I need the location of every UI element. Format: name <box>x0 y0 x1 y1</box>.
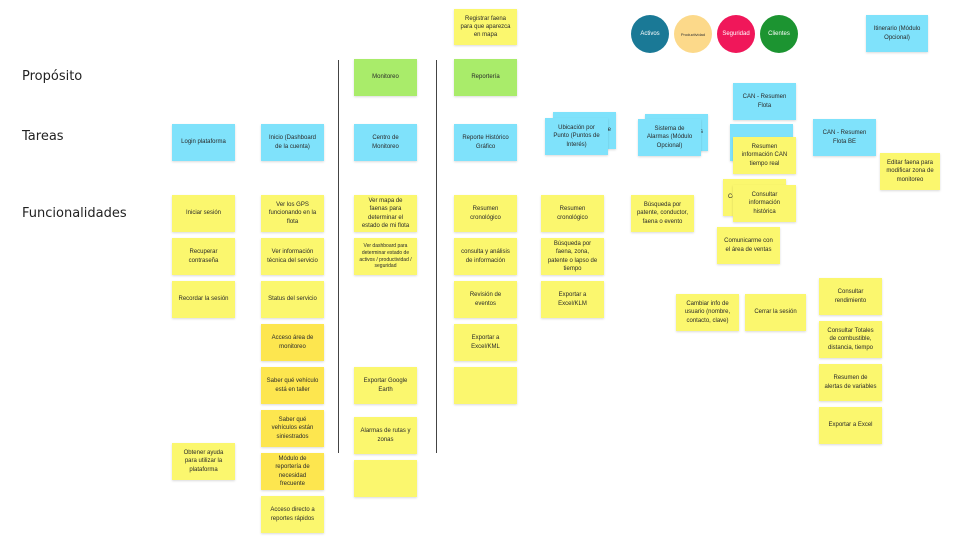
note-can-resumen-be[interactable]: CAN - Resumen Flota BE <box>813 119 876 156</box>
note-acceso-directo[interactable]: Acceso directo a reportes rápidos <box>261 496 324 533</box>
note-revision-eventos[interactable]: Revisión de eventos <box>454 281 517 318</box>
note-login[interactable]: Login plataforma <box>172 124 235 161</box>
note-consultar-historica[interactable]: Consultar información histórica <box>733 185 796 222</box>
note-comunicarme[interactable]: Comunicarme con el área de ventas <box>717 227 780 264</box>
note-alarmas-rutas[interactable]: Alarmas de rutas y zonas <box>354 417 417 454</box>
note-recordar-sesion[interactable]: Recordar la sesión <box>172 281 235 318</box>
note-saber-siniestrados[interactable]: Saber qué vehículos están siniestrados <box>261 410 324 447</box>
note-consultar-totales[interactable]: Consultar Totales de combustible, distan… <box>819 321 882 358</box>
note-can-resumen-flota[interactable]: CAN - Resumen Flota <box>733 83 796 120</box>
divider-line <box>338 60 339 453</box>
note-centro-monitoreo[interactable]: Centro de Monitoreo <box>354 124 417 161</box>
legend-dot-clientes: Clientes <box>760 15 798 53</box>
note-sistema-alarmas[interactable]: Sistema de Alarmas (Módulo Opcional) <box>638 119 701 156</box>
legend-dot-seguridad: Seguridad <box>717 15 755 53</box>
note-blank[interactable] <box>454 367 517 404</box>
note-consulta-analisis[interactable]: consulta y análisis de información <box>454 238 517 275</box>
note-modulo-reporteria[interactable]: Módulo de reportería de necesidad frecue… <box>261 453 324 490</box>
note-busqueda-faena[interactable]: Búsqueda por faena, zona, patente o laps… <box>541 238 604 275</box>
note-cambiar-info[interactable]: Cambiar info de usuario (nombre, contact… <box>676 294 739 331</box>
note-itinerario[interactable]: Itinerario (Módulo Opcional) <box>866 15 928 52</box>
note-registrar-faena[interactable]: Registrar faena para que aparezca en map… <box>454 9 517 45</box>
note-inicio[interactable]: Inicio (Dashboard de la cuenta) <box>261 124 324 161</box>
note-ver-mapa-faenas[interactable]: Ver mapa de faenas para determinar el es… <box>354 195 417 232</box>
note-editar-faena[interactable]: Editar faena para modificar zona de moni… <box>880 153 940 190</box>
note-saber-taller[interactable]: Saber qué vehículo está en taller <box>261 367 324 404</box>
note-reporteria[interactable]: Reportería <box>454 59 517 96</box>
legend-dot-activos: Activos <box>631 15 669 53</box>
note-blank[interactable] <box>354 460 417 497</box>
note-monitoreo[interactable]: Monitoreo <box>354 59 417 96</box>
note-ubicacion[interactable]: Ubicación por Punto (Puntos de Interés) <box>545 118 608 155</box>
note-exportar-excel-kml[interactable]: Exportar a Excel/KML <box>454 324 517 361</box>
row-label-proposito: Propósito <box>22 69 83 84</box>
note-exportar-excel-klm[interactable]: Exportar a Excel/KLM <box>541 281 604 318</box>
note-ver-info-tecnica[interactable]: Ver información técnica del servicio <box>261 238 324 275</box>
note-obtener-ayuda[interactable]: Obtener ayuda para utilizar la plataform… <box>172 443 235 480</box>
note-recuperar-contrasena[interactable]: Recuperar contraseña <box>172 238 235 275</box>
legend-label: Productividad <box>680 31 706 37</box>
legend-dot-productividad: Productividad <box>674 15 712 53</box>
note-resumen-cronologico[interactable]: Resumen cronológico <box>454 195 517 232</box>
note-ver-gps[interactable]: Ver los GPS funcionando en la flota <box>261 195 324 232</box>
note-iniciar-sesion[interactable]: Iniciar sesión <box>172 195 235 232</box>
legend-label: Seguridad <box>722 31 750 37</box>
note-status-servicio[interactable]: Status del servicio <box>261 281 324 318</box>
note-exportar-excel[interactable]: Exportar a Excel <box>819 407 882 444</box>
note-ver-dashboard[interactable]: Ver dashboard para determinar estado de … <box>354 238 417 275</box>
note-exportar-google[interactable]: Exportar Google Earth <box>354 367 417 404</box>
legend-label: Clientes <box>768 31 790 37</box>
note-resumen-cronologico[interactable]: Resumen cronológico <box>541 195 604 232</box>
note-busqueda-patente[interactable]: Búsqueda por patente, conductor, faena o… <box>631 195 694 232</box>
note-acceso-monitoreo[interactable]: Acceso área de monitoreo <box>261 324 324 361</box>
legend-label: Activos <box>640 31 660 37</box>
note-resumen-can[interactable]: Resumen información CAN tiempo real <box>733 137 796 174</box>
note-cerrar-sesion[interactable]: Cerrar la sesión <box>745 294 806 331</box>
note-consultar-rendimiento[interactable]: Consultar rendimiento <box>819 278 882 315</box>
row-label-funcionalidades: Funcionalidades <box>22 206 127 221</box>
divider-line <box>436 60 437 453</box>
row-label-tareas: Tareas <box>22 129 64 144</box>
note-resumen-alertas[interactable]: Resumen de alertas de variables <box>819 364 882 401</box>
note-reporte-historico[interactable]: Reporte Histórico Gráfico <box>454 124 517 161</box>
